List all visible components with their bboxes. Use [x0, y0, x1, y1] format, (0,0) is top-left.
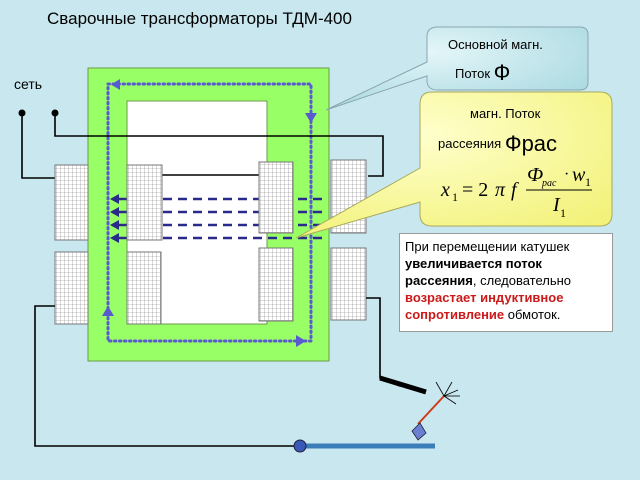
network-label: сеть: [14, 76, 43, 92]
formula-eq: = 2: [462, 179, 488, 201]
main-flux-callout-line1: Основной магн.: [448, 37, 543, 52]
formula-num-phi-sub: рас: [541, 178, 557, 189]
primary-coil-right-inner: [258, 161, 294, 234]
leakage-flux-callout: [295, 91, 613, 239]
leakage-flux-symbol: Фрас: [504, 131, 558, 156]
main-flux-symbol: Ф: [493, 60, 511, 85]
explanation-bold: увеличивается поток рассеяния: [405, 256, 542, 288]
main-flux-callout: [325, 26, 589, 111]
formula-x: x: [440, 179, 450, 201]
formula-pi: π: [495, 179, 506, 201]
main-flux-callout-line2: Поток Ф: [455, 60, 510, 86]
main-flux-path: [106, 82, 313, 343]
secondary-coil-left-outer: [54, 251, 89, 325]
welding-sparks-icon: [435, 381, 460, 405]
explanation-part3: , следовательно: [472, 273, 572, 288]
explanation-highlight: возрастает индуктивное сопротивление: [405, 290, 564, 322]
main-flux-arrow-left: [102, 306, 114, 316]
formula-num-phi: Ф: [527, 164, 543, 186]
explanation-part5: обмоток.: [504, 307, 561, 322]
leakage-flux-callout-line1: магн. Поток: [470, 106, 541, 121]
leakage-flux-callout-label: рассеяния: [438, 136, 502, 151]
welding-electrode: [417, 395, 445, 425]
formula-num-w-sub: 1: [585, 175, 591, 189]
formula-x-sub: 1: [452, 190, 458, 204]
primary-coil-left-inner: [126, 164, 163, 241]
formula-den-i-sub: 1: [560, 206, 566, 220]
main-flux-arrow-bottom: [296, 335, 306, 347]
leakage-flux-arrows: [110, 194, 119, 243]
secondary-coil-right-inner: [258, 247, 294, 322]
secondary-coil-left-inner: [126, 251, 162, 325]
work-clamp: [293, 439, 307, 453]
secondary-coil-right-outer: [330, 247, 367, 321]
formula-den-i: I: [552, 194, 561, 216]
formula-f: f: [511, 179, 519, 201]
explanation-box: При перемещении катушек увеличивается по…: [399, 233, 613, 332]
formula-num-dot: ·: [564, 166, 569, 183]
main-flux-arrow-top: [111, 79, 120, 90]
main-flux-arrow-right: [305, 113, 317, 123]
primary-coil-left-outer: [54, 164, 89, 241]
page-title: Сварочные трансформаторы ТДМ-400: [47, 9, 352, 28]
welding-cable: [379, 375, 427, 395]
leakage-flux-callout-line2: рассеяния Фрас: [438, 131, 557, 157]
main-flux-callout-label: Поток: [455, 66, 491, 81]
formula-num-w: w: [572, 164, 586, 186]
welding-holder: [411, 422, 427, 441]
reactance-formula: x 1 = 2 π f Ф рас · w 1 I 1: [440, 164, 592, 220]
explanation-part1: При перемещении катушек: [405, 239, 570, 254]
